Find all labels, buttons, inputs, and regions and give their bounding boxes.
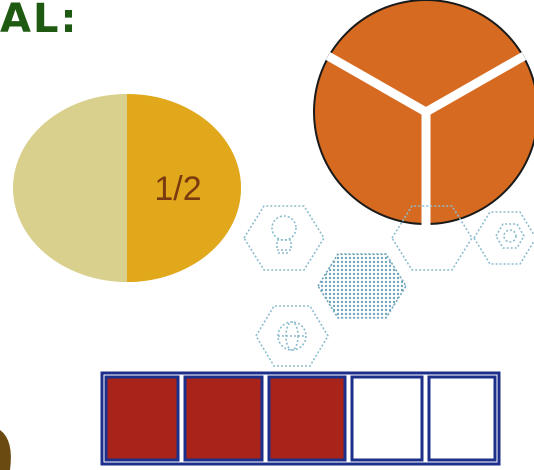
hexagon-outline (243, 205, 325, 271)
half-label: 1/2 (154, 170, 201, 208)
bar-model (100, 371, 501, 466)
bar-cell-empty (350, 375, 424, 462)
hexagon-outline (255, 305, 329, 367)
lightbulb-icon (271, 215, 297, 254)
thirds-divider-left (325, 52, 429, 116)
bar-cell-shaded (267, 375, 347, 462)
page-heading: AL: (0, 0, 79, 42)
globe-icon (277, 321, 307, 351)
bar-cell-shaded (104, 375, 180, 462)
hexagon-decoration (243, 205, 534, 367)
hexagon-outline (391, 205, 473, 271)
thirds-circle (313, 0, 534, 226)
corner-decoration (0, 430, 11, 470)
bar-cell-shaded (183, 375, 264, 462)
bar-cell-empty (427, 375, 497, 462)
hexagon-filled (317, 253, 407, 319)
gear-icon (495, 223, 525, 249)
half-circle: 1/2 (13, 94, 241, 282)
half-circle-right-half (127, 94, 241, 282)
thirds-divider-right (423, 52, 527, 116)
